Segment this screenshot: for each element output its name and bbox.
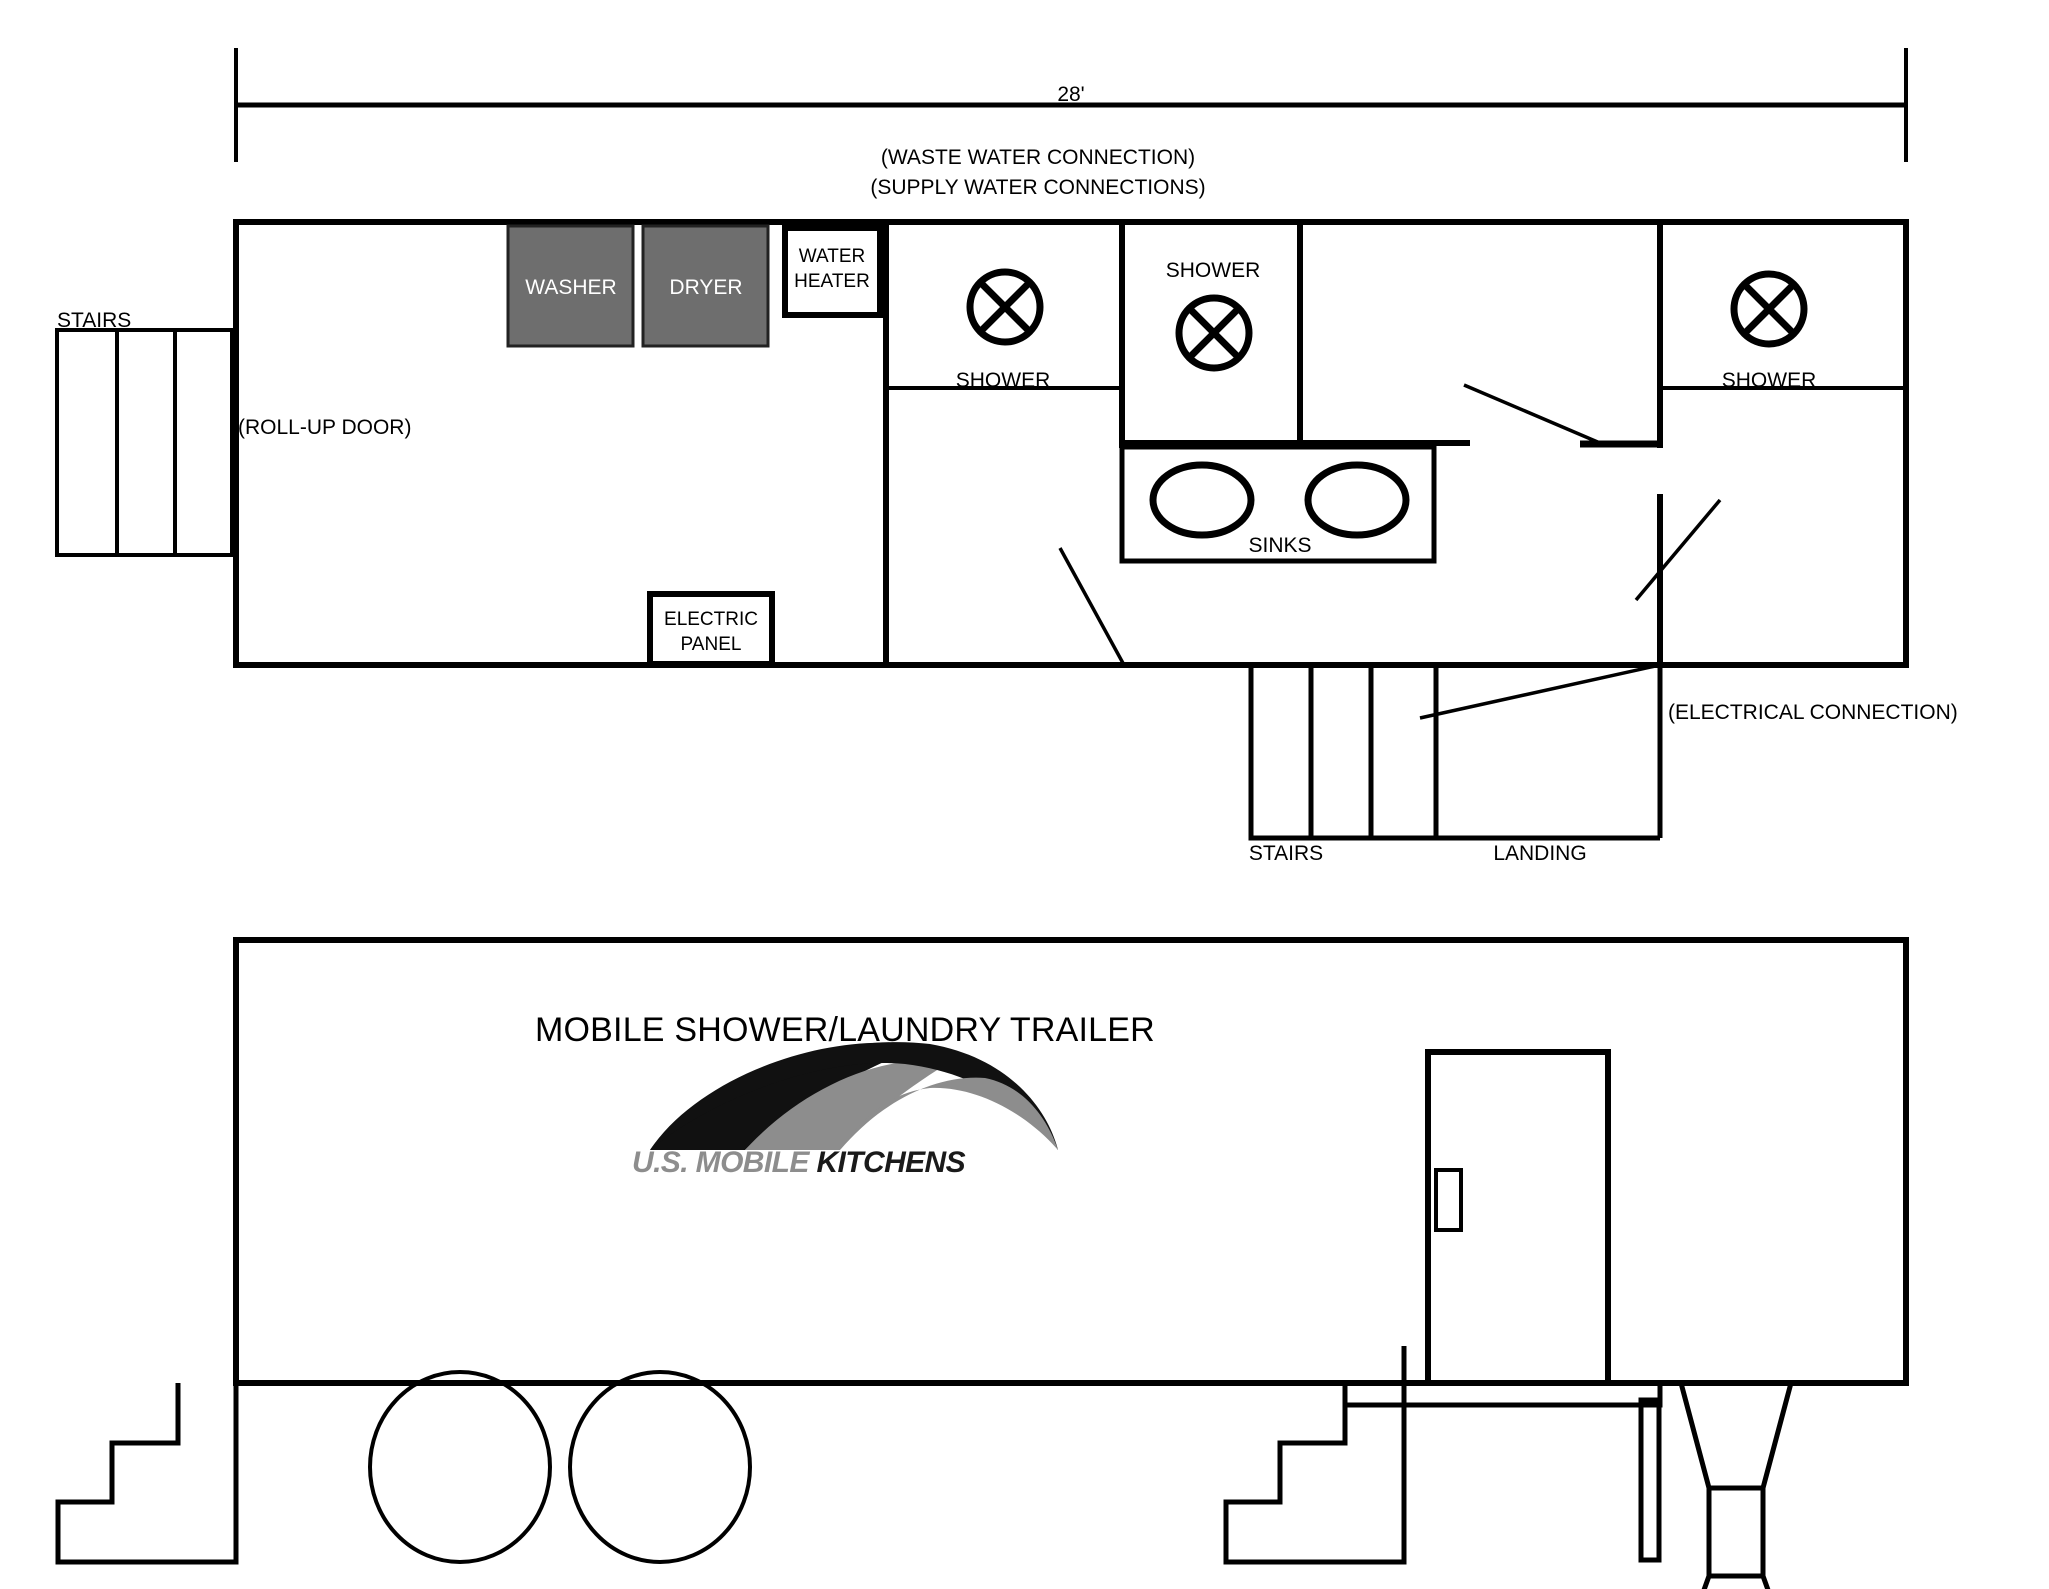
sinks-label: SINKS [1248,534,1312,557]
waste-water-connection-note: (WASTE WATER CONNECTION) [880,146,1196,169]
shower-drain-symbol-right [1730,270,1808,348]
plan-stairs-right-label: STAIRS [1248,842,1324,865]
elevation-stairs-left [55,1346,239,1565]
plan-stairs-left-label: STAIRS [57,309,132,332]
logo-wordmark: U.S. MOBILE KITCHENS [632,1146,966,1180]
supply-water-connections-note: (SUPPLY WATER CONNECTIONS) [870,176,1206,199]
sink-bowl-left [1149,461,1255,539]
shower-label-right: SHOWER [1721,369,1817,392]
water-heater-box [782,225,883,318]
elevation-stairs-right [1223,1346,1407,1565]
dryer-box [641,224,770,348]
interior-partitions [883,222,1906,665]
elevation-trailer-jack [1678,1380,1906,1589]
elevation-door [1425,1049,1611,1386]
water-heater-label-line2: HEATER [794,271,870,292]
us-mobile-kitchens-logo-arcs [650,1042,1058,1150]
electric-panel-box [647,591,775,667]
electrical-connection-note: (ELECTRICAL CONNECTION) [1668,701,1958,724]
shower-label-left: SHOWER [955,369,1051,392]
shower-drain-symbol-middle [1175,294,1253,372]
logo-wordmark-part1: U.S. MOBILE [632,1146,817,1179]
electric-panel-label-line1: ELECTRIC [664,609,758,630]
sink-bowl-right [1304,461,1410,539]
shower-drain-symbol-left [966,268,1044,346]
plan-stairs-left [55,328,234,557]
washer-box [506,224,635,348]
elevation-landing-deck [1342,1380,1663,1563]
dimension-line-group [234,48,1908,162]
door-swing-lines [1058,383,1722,720]
electric-panel-label-line2: PANEL [680,634,742,655]
washer-label: WASHER [525,276,617,299]
us-mobile-kitchens-logo: U.S. MOBILE KITCHENS [632,1076,966,1191]
logo-wordmark-part2: KITCHENS [816,1146,966,1179]
water-heater-label-line1: WATER [798,246,866,267]
elevation-body-outline [233,937,1909,1386]
dryer-label: DRYER [669,276,743,299]
roll-up-door-note: (ROLL-UP DOOR) [238,416,412,439]
shower-label-middle: SHOWER [1165,259,1261,282]
plan-stairs-right-and-landing [1248,662,1663,841]
drawing-title: MOBILE SHOWER/LAUNDRY TRAILER [535,1011,1155,1049]
landing-label: LANDING [1493,842,1587,865]
elevation-wheels [368,1370,752,1564]
floor-plan-outline [233,219,1909,668]
dimension-label-28ft: 28' [1057,83,1085,106]
